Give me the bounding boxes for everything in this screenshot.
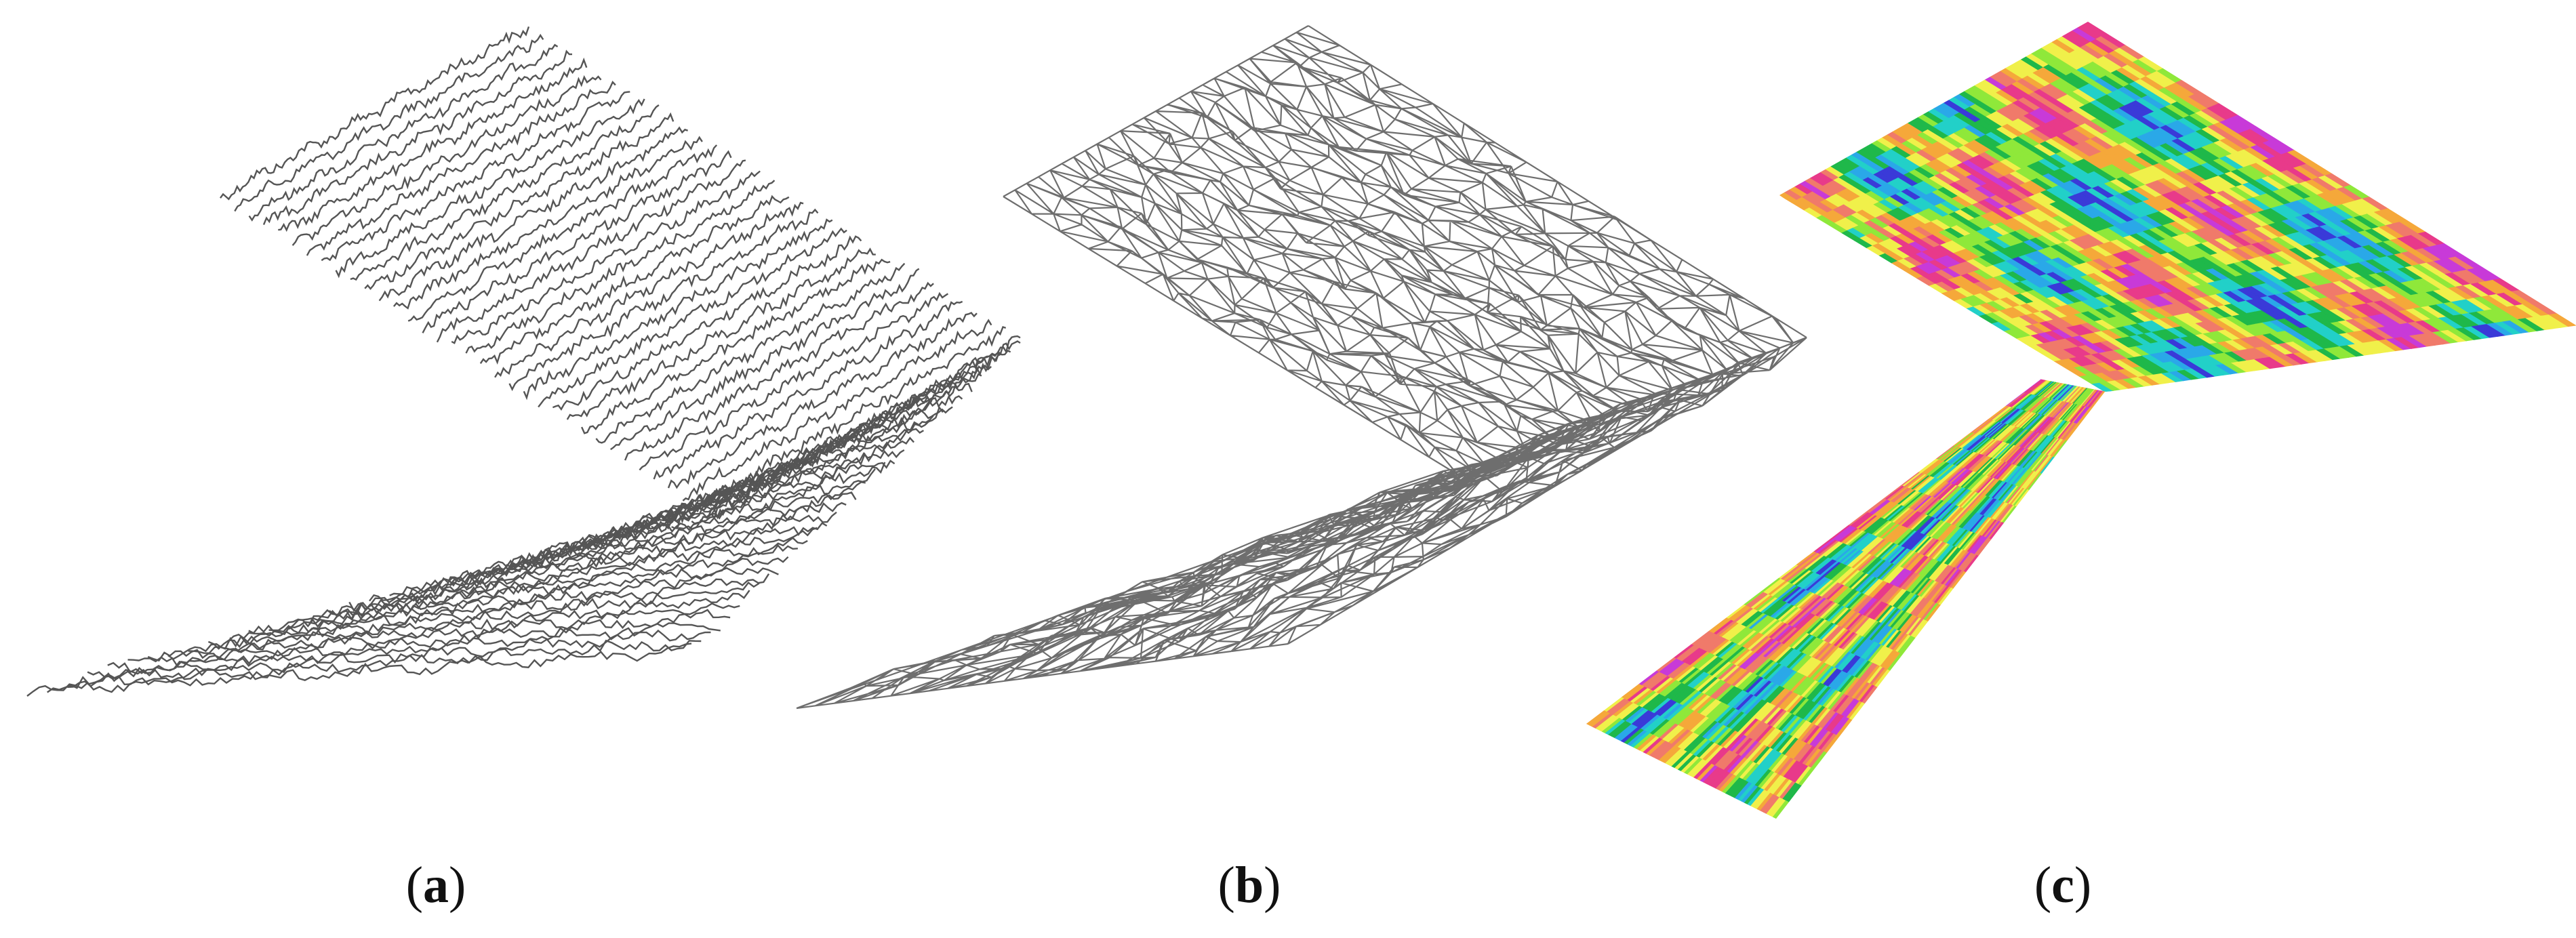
profile-line-0-21 xyxy=(523,218,833,401)
profile-line-0-24 xyxy=(566,247,876,420)
profile-line-1-33 xyxy=(47,639,702,693)
profile-line-0-5 xyxy=(291,75,602,246)
mesh-part-0 xyxy=(1003,25,1807,476)
profile-line-0-11 xyxy=(378,126,688,302)
profile-line-0-32 xyxy=(682,319,992,502)
profile-line-1-23 xyxy=(248,544,798,634)
color-surface-part-0 xyxy=(1779,22,2576,392)
panel-label-c: (c) xyxy=(2034,857,2092,914)
profile-line-0-15 xyxy=(436,159,746,343)
profile-line-0-14 xyxy=(422,150,732,333)
profile-line-1-21 xyxy=(288,527,818,630)
profile-line-0-6 xyxy=(306,80,616,256)
profile-line-0-30 xyxy=(653,300,963,480)
profile-line-0-9 xyxy=(350,104,660,281)
profile-line-0-23 xyxy=(552,235,862,411)
profile-line-1-0 xyxy=(710,340,1021,520)
profile-line-0-3 xyxy=(262,49,572,226)
profile-line-1-17 xyxy=(369,491,857,602)
profile-line-1-29 xyxy=(127,603,740,668)
profile-line-0-2 xyxy=(248,43,559,222)
mesh-part-1 xyxy=(796,336,1807,710)
profile-line-1-28 xyxy=(147,590,750,662)
profile-line-0-22 xyxy=(538,227,847,408)
profile-line-0-27 xyxy=(610,268,920,451)
profile-line-0-26 xyxy=(595,262,906,444)
profile-line-1-11 xyxy=(490,436,914,573)
profile-line-1-31 xyxy=(87,622,721,680)
profile-line-0-1 xyxy=(234,33,544,212)
profile-line-1-9 xyxy=(530,415,934,563)
profile-line-0-20 xyxy=(508,208,819,392)
profile-line-0-31 xyxy=(667,312,978,489)
profile-line-0-17 xyxy=(465,180,776,354)
profile-line-0-18 xyxy=(479,195,790,365)
panel-a-profile-lines xyxy=(26,26,1021,697)
profile-line-0-25 xyxy=(581,258,891,434)
profile-line-0-12 xyxy=(393,136,703,310)
profile-line-0-0 xyxy=(220,26,530,201)
profile-line-0-7 xyxy=(321,91,630,262)
panel-label-b: (b) xyxy=(1217,857,1281,914)
profile-line-1-25 xyxy=(207,567,779,650)
profile-line-1-34 xyxy=(26,643,692,697)
profile-line-1-16 xyxy=(389,481,866,596)
profile-line-1-20 xyxy=(308,522,828,626)
panel-label-a: (a) xyxy=(405,857,466,914)
profile-line-0-4 xyxy=(278,57,588,232)
profile-line-0-13 xyxy=(407,144,718,322)
profile-line-0-28 xyxy=(624,281,934,461)
profile-line-0-29 xyxy=(639,291,949,471)
panel-b-triangle-mesh xyxy=(796,25,1807,710)
panel-c-color-elevation-surface xyxy=(1586,22,2576,819)
profile-line-1-22 xyxy=(268,537,808,632)
profile-line-0-10 xyxy=(364,112,675,290)
profile-line-0-8 xyxy=(335,98,645,279)
profile-line-1-4 xyxy=(630,373,982,535)
profile-line-0-16 xyxy=(451,170,761,344)
profile-line-0-19 xyxy=(494,201,804,378)
color-surface-part-1 xyxy=(1586,379,2106,819)
profile-line-1-30 xyxy=(107,609,731,674)
